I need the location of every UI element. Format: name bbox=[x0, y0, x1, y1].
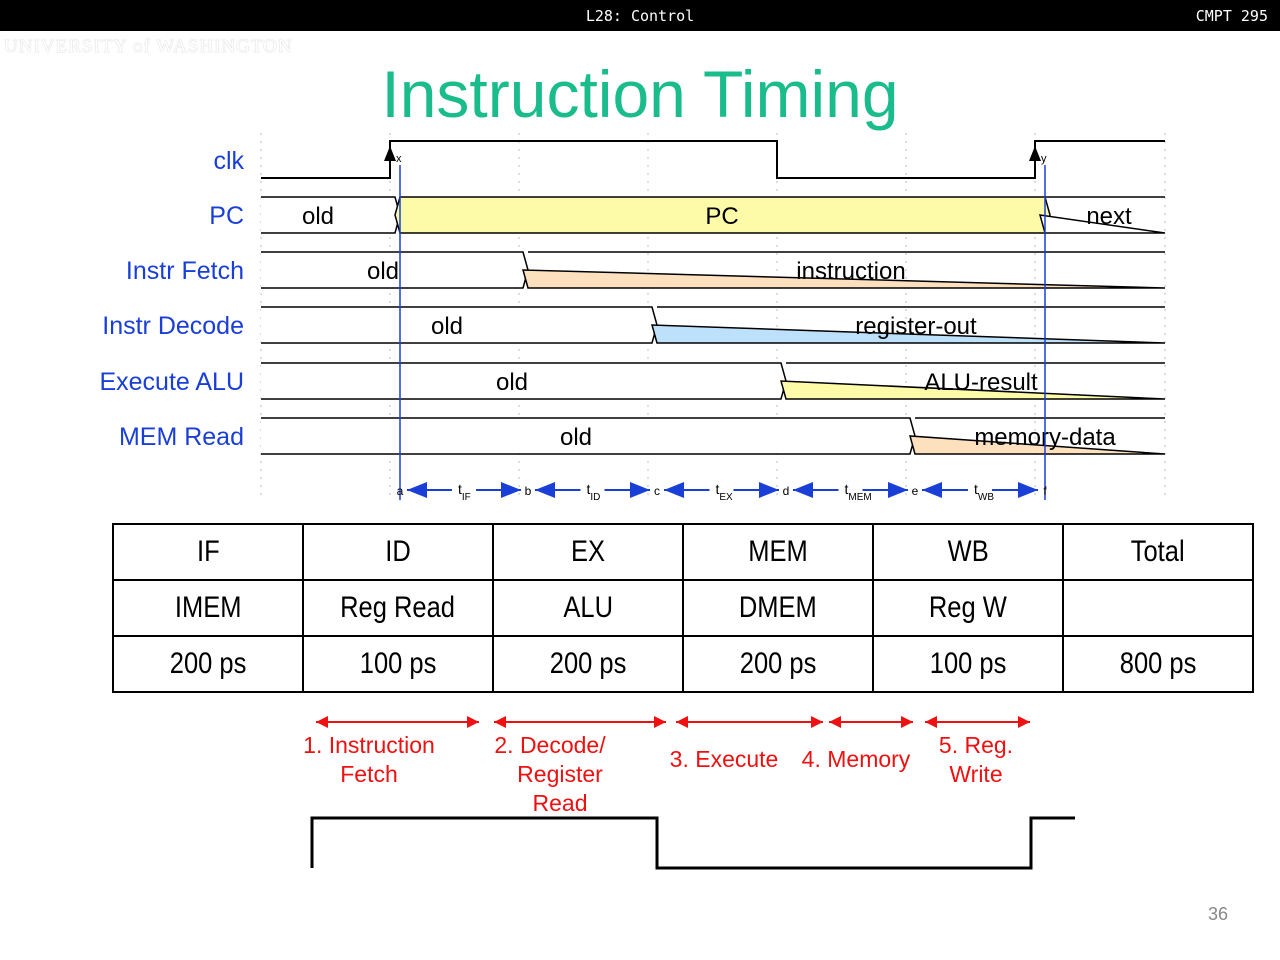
pc-segment bbox=[1038, 196, 1166, 234]
table-row: IMEM Reg Read ALU DMEM Reg W bbox=[112, 579, 1254, 637]
timing-point-label: a bbox=[397, 484, 404, 498]
top-bar: L28: Control CMPT 295 bbox=[0, 0, 1280, 31]
cell-text: 100 ps bbox=[359, 647, 437, 680]
signal-2-value: old bbox=[367, 258, 399, 285]
cell-text: 200 ps bbox=[169, 647, 247, 680]
cell-text: 800 ps bbox=[1119, 647, 1197, 680]
clock-edge-label: y bbox=[1041, 153, 1047, 165]
table-cell: 100 ps bbox=[872, 635, 1064, 693]
course-name: CMPT 295 bbox=[1195, 7, 1268, 25]
clock-cycle-waveform bbox=[310, 816, 1075, 870]
timing-point-label: c bbox=[654, 484, 660, 498]
interval-label: tEX bbox=[716, 481, 734, 503]
page-number: 36 bbox=[1207, 904, 1228, 924]
timing-point-label: e bbox=[912, 484, 919, 498]
table-row: IF ID EX MEM WB Total bbox=[112, 523, 1254, 581]
signal-label: Instr Fetch bbox=[126, 257, 244, 285]
signal-4-value: old bbox=[496, 369, 528, 396]
stage-label: 3. Execute bbox=[670, 746, 779, 772]
university-logo: UNIVERSITY of WASHINGTON bbox=[4, 36, 293, 57]
timing-point-label: f bbox=[1043, 484, 1047, 498]
table-cell: WB bbox=[872, 523, 1064, 581]
table-cell: 200 ps bbox=[112, 635, 304, 693]
signal-3-segment bbox=[651, 306, 1166, 344]
table-cell: IF bbox=[112, 523, 304, 581]
signal-4-segment bbox=[780, 362, 1166, 400]
timing-point-label: d bbox=[783, 484, 790, 498]
table-cell: EX bbox=[492, 523, 684, 581]
signal-3-value: register-out bbox=[855, 313, 977, 340]
cell-text: IMEM bbox=[174, 591, 242, 624]
cell-text: Total bbox=[1131, 535, 1185, 568]
table-cell: MEM bbox=[682, 523, 874, 581]
signal-label: clk bbox=[213, 147, 244, 175]
table-cell: 100 ps bbox=[302, 635, 494, 693]
stage-label: 4. Memory bbox=[802, 746, 911, 772]
cell-text: MEM bbox=[748, 535, 808, 568]
cell-text: ALU bbox=[563, 591, 613, 624]
stage-label: 5. Reg.Write bbox=[939, 732, 1013, 787]
cell-text: EX bbox=[570, 535, 606, 568]
table-cell: ID bbox=[302, 523, 494, 581]
interval-label: tIF bbox=[458, 481, 471, 503]
table-cell: ALU bbox=[492, 579, 684, 637]
table-cell: IMEM bbox=[112, 579, 304, 637]
pc-value: PC bbox=[705, 203, 738, 230]
interval-label: tWB bbox=[974, 481, 994, 503]
cell-text: DMEM bbox=[739, 591, 817, 624]
interval-label: tMEM bbox=[845, 481, 872, 503]
cell-text: WB bbox=[947, 535, 989, 568]
pc-value: old bbox=[302, 203, 334, 230]
cell-text: Reg W bbox=[929, 591, 1007, 624]
cell-text: 200 ps bbox=[549, 647, 627, 680]
cell-text: ID bbox=[385, 535, 411, 568]
table-cell: Reg Read bbox=[302, 579, 494, 637]
timing-point-label: b bbox=[525, 484, 532, 498]
table-cell: Total bbox=[1062, 523, 1254, 581]
cell-text: 100 ps bbox=[929, 647, 1007, 680]
table-cell: 200 ps bbox=[492, 635, 684, 693]
table-row: 200 ps 100 ps 200 ps 200 ps 100 ps 800 ps bbox=[112, 635, 1254, 693]
signal-5-segment bbox=[908, 417, 1166, 455]
slide-title: Instruction Timing bbox=[381, 57, 899, 131]
signal-5-value: old bbox=[560, 424, 592, 451]
signal-label: PC bbox=[209, 202, 244, 230]
cell-text: IF bbox=[196, 535, 220, 568]
clock-edge-label: x bbox=[396, 153, 402, 165]
lecture-title: L28: Control bbox=[585, 7, 695, 25]
signal-4-value: ALU-result bbox=[924, 369, 1038, 396]
table-cell bbox=[1062, 579, 1254, 637]
pc-value: next bbox=[1086, 203, 1132, 230]
cell-text: Reg Read bbox=[340, 591, 456, 624]
table-cell: 200 ps bbox=[682, 635, 874, 693]
table-cell: DMEM bbox=[682, 579, 874, 637]
table-cell: 800 ps bbox=[1062, 635, 1254, 693]
interval-label: tID bbox=[587, 481, 601, 503]
signal-3-value: old bbox=[431, 313, 463, 340]
signal-2-segment bbox=[522, 251, 1166, 289]
cell-text: 200 ps bbox=[739, 647, 817, 680]
signal-2-value: instruction bbox=[796, 258, 905, 285]
signal-label: Instr Decode bbox=[102, 312, 244, 340]
table-cell: Reg W bbox=[872, 579, 1064, 637]
signal-label: MEM Read bbox=[119, 423, 244, 451]
signal-label: Execute ALU bbox=[99, 368, 244, 396]
